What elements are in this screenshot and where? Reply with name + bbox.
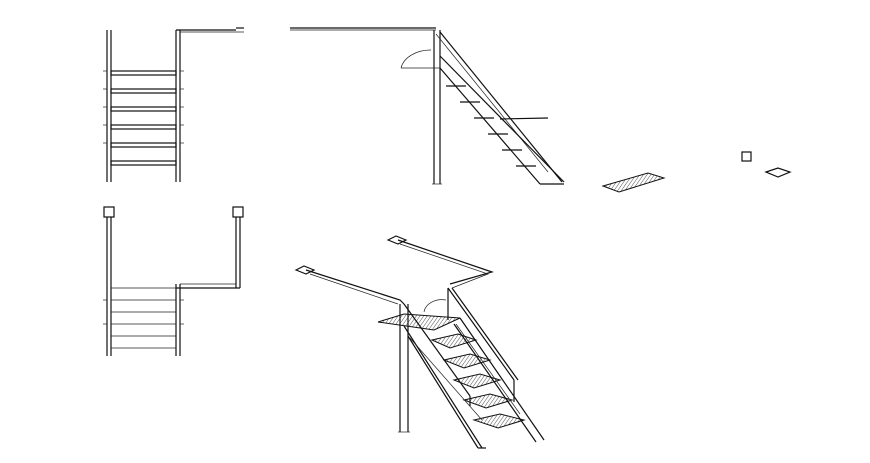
- top-handrail: [176, 27, 244, 33]
- plan-view: [103, 206, 244, 356]
- sloped-stringer: [439, 55, 565, 185]
- iso-baseplates: [294, 235, 408, 275]
- iso-handrails: [403, 287, 521, 421]
- side-rungs: [103, 70, 184, 144]
- left-post-plan: [103, 206, 115, 356]
- top-landing-rail: [290, 27, 436, 31]
- support-post: [432, 30, 442, 185]
- front-elevation-view: [103, 27, 244, 182]
- door-swing-arc: [400, 49, 440, 69]
- left-stringer: [106, 30, 112, 182]
- front-treads: [110, 70, 177, 166]
- side-elevation-view: [290, 27, 565, 185]
- iso-upper-rail: [305, 239, 495, 305]
- right-stringer: [175, 30, 181, 182]
- plan-stringers: [175, 284, 181, 356]
- plan-treads: [103, 287, 184, 349]
- right-post-plan: [176, 206, 244, 289]
- side-treads: [446, 85, 549, 167]
- iso-treads: [430, 333, 526, 429]
- tread-detail: [601, 172, 666, 193]
- iso-landing-arc: [423, 299, 447, 313]
- sloped-handrail: [435, 31, 563, 183]
- baseplate-detail: [741, 151, 792, 178]
- isometric-view: [294, 235, 545, 449]
